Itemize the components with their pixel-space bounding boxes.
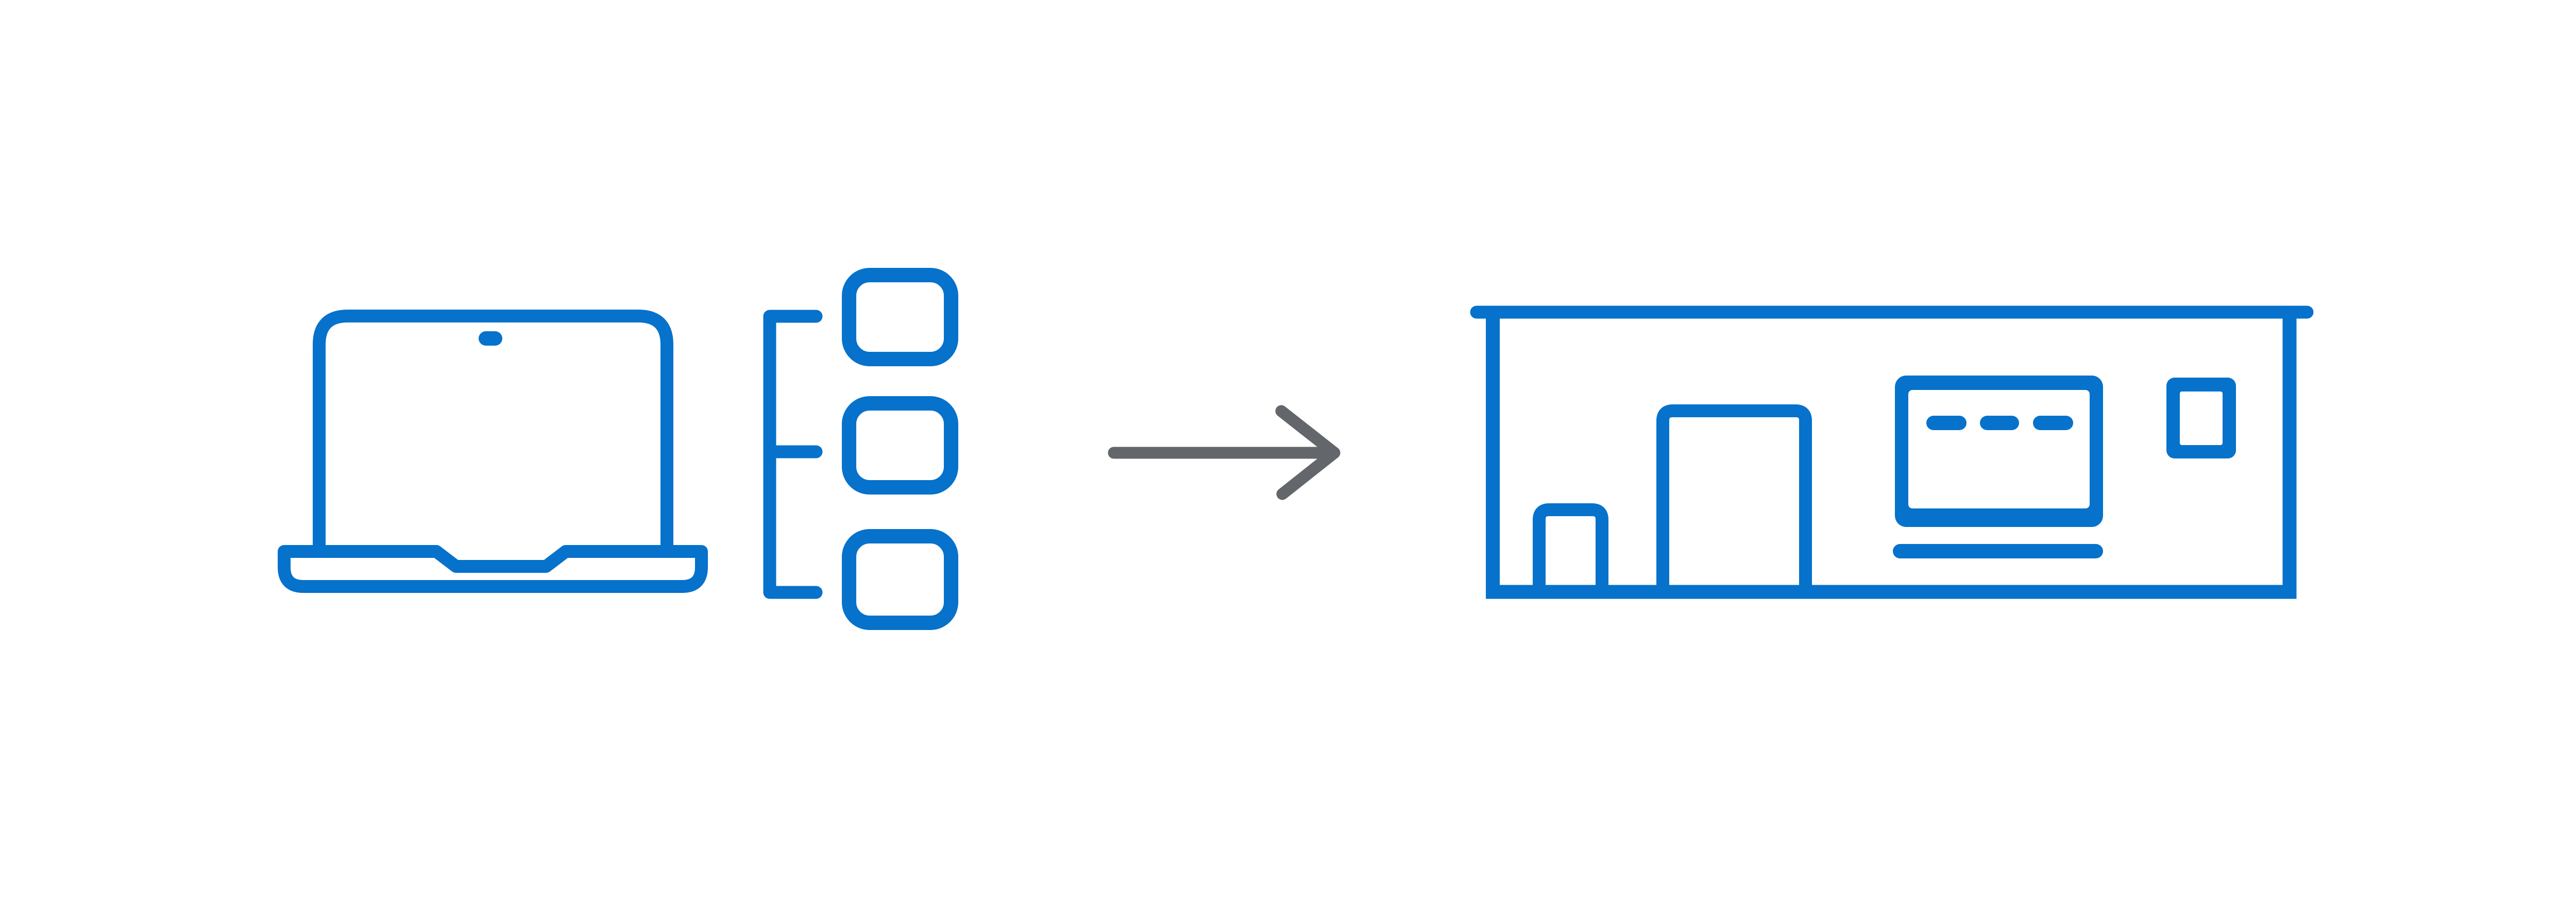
laptop-base [278,545,708,593]
window-inner-panel [2180,392,2223,445]
laptop-screen [313,310,673,545]
sign-dash-2 [1980,416,2019,430]
arrow-head [1275,405,1341,500]
sign-dash-1 [1926,416,1967,430]
arrow-right-icon [1108,405,1341,500]
building-small-box [1533,503,1608,592]
sign-inner-panel [1908,390,2090,508]
building-window [2166,378,2236,458]
laptop-camera-dot [479,331,502,346]
device-tree-icon [763,268,958,630]
data-center-building-icon [1470,305,2314,599]
tree-node-rect-top [842,268,958,366]
building-walls-and-floor [1486,318,2297,599]
sign-underline [1893,544,2103,558]
tree-node-rect-bottom [842,529,958,630]
building-sign [1895,376,2103,527]
laptop-icon [278,310,708,593]
sign-dash-3 [2033,416,2073,430]
building-door [1656,404,1812,592]
tree-node-rect-middle [842,396,958,495]
